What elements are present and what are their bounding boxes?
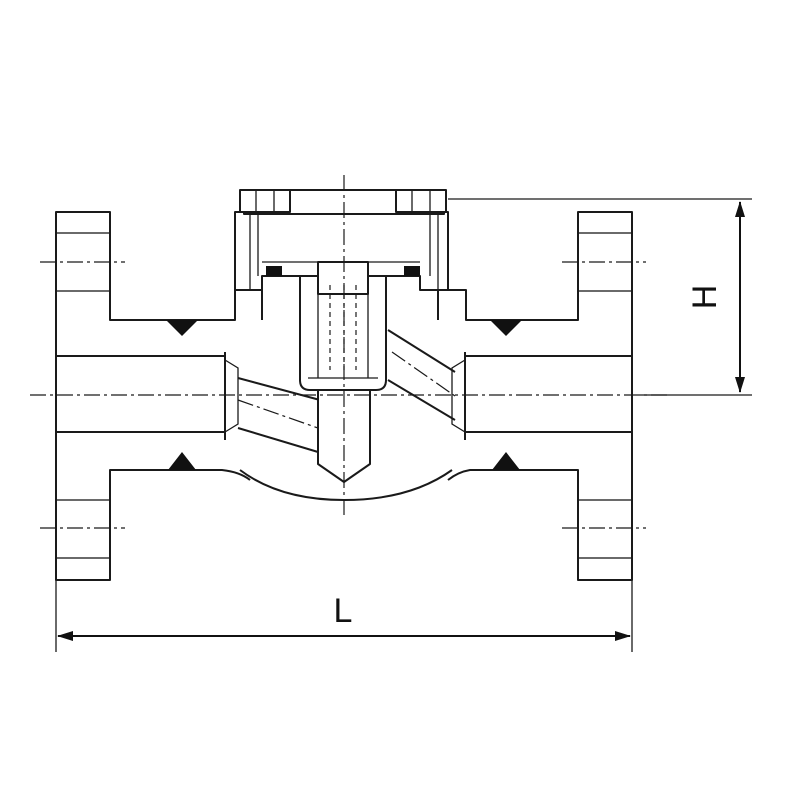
flow-passage-right bbox=[387, 329, 456, 421]
bolt-head-left bbox=[239, 189, 291, 213]
right-socket bbox=[451, 359, 466, 433]
weld-top-right bbox=[490, 320, 522, 336]
valve-body-left-flange-lower bbox=[55, 292, 251, 581]
gasket-left bbox=[266, 266, 282, 276]
disc-stem bbox=[317, 389, 371, 483]
length-extension-lines bbox=[55, 580, 633, 652]
right-flange-bolt-bottom bbox=[577, 499, 633, 559]
right-bore bbox=[464, 352, 632, 440]
left-bore bbox=[56, 352, 226, 440]
flow-passage-centerline bbox=[237, 351, 456, 429]
flow-passage-left bbox=[237, 377, 321, 453]
weld-bottom-left bbox=[168, 452, 196, 470]
bonnet-studs bbox=[249, 212, 439, 290]
weld-top-left bbox=[166, 320, 198, 336]
weld-bottom-right bbox=[492, 452, 520, 470]
bolt-head-right bbox=[395, 189, 447, 213]
height-extension-lines bbox=[448, 198, 752, 396]
piston-guide bbox=[299, 275, 387, 391]
flange-bolt-centerlines bbox=[40, 261, 646, 529]
piston bbox=[317, 261, 369, 295]
length-label: L bbox=[334, 592, 353, 630]
left-socket bbox=[224, 359, 239, 433]
height-label: H bbox=[686, 285, 724, 310]
left-flange-bolt-bottom bbox=[55, 499, 111, 559]
piston-body bbox=[308, 294, 378, 379]
gasket-right bbox=[404, 266, 420, 276]
bolt-nut-lines bbox=[255, 190, 431, 212]
